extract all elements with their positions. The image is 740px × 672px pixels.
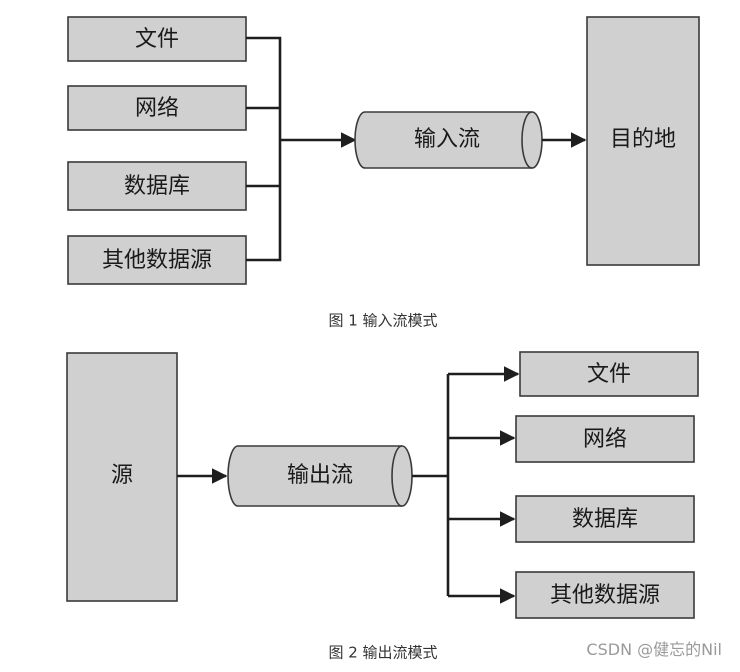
target-box-other — [515, 571, 695, 619]
input-stream-label: 输入流 — [414, 127, 480, 152]
destination-box — [586, 16, 700, 266]
destination-label: 目的地 — [610, 127, 676, 152]
source-label-network: 网络 — [135, 96, 179, 121]
figure-2-output-stream: 源 输出流 文件 网络 数据库 其他数据源 图 2 输出流模式 — [66, 351, 699, 662]
source-box-file — [67, 16, 247, 62]
source-box — [66, 352, 178, 602]
source-label: 源 — [111, 463, 133, 488]
target-label-other: 其他数据源 — [550, 583, 660, 608]
target-label-network: 网络 — [583, 427, 627, 452]
source-label-other: 其他数据源 — [102, 248, 212, 273]
output-stream-label: 输出流 — [287, 463, 353, 488]
output-stream-cylinder — [227, 445, 413, 507]
target-box-network — [515, 415, 695, 463]
watermark: CSDN @健忘的Nil — [586, 640, 722, 659]
target-label-file: 文件 — [587, 362, 631, 387]
source-box-network — [67, 85, 247, 131]
target-box-file — [519, 351, 699, 397]
target-box-database — [515, 495, 695, 543]
source-connector-bracket — [246, 36, 282, 262]
input-stream-cylinder — [354, 111, 543, 169]
target-label-database: 数据库 — [572, 507, 638, 532]
figure-1-caption: 图 1 输入流模式 — [328, 312, 437, 330]
source-label-file: 文件 — [135, 27, 179, 52]
source-label-database: 数据库 — [124, 174, 190, 199]
figure-2-caption: 图 2 输出流模式 — [328, 644, 437, 662]
figure-1-input-stream: 文件 网络 数据库 其他数据源 输入流 目的地 图 1 输入流模式 — [67, 16, 700, 330]
source-box-database — [67, 161, 247, 211]
